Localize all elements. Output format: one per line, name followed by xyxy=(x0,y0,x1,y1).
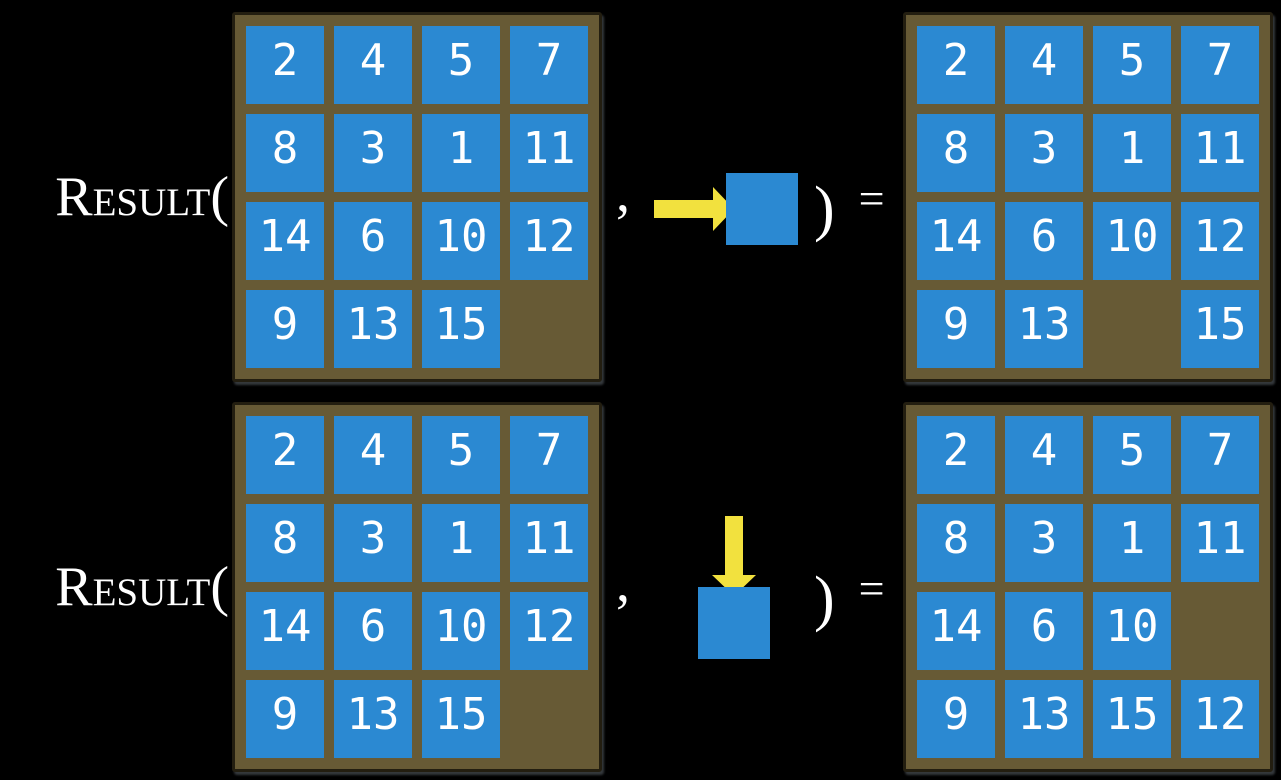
puzzle-tile-4: 4 xyxy=(1005,26,1083,104)
puzzle-tile-11: 11 xyxy=(510,114,588,192)
puzzle-tile-13: 13 xyxy=(334,680,412,758)
puzzle-tile-3: 3 xyxy=(1005,114,1083,192)
puzzle-tile-12: 12 xyxy=(510,202,588,280)
arrow-down-icon xyxy=(712,515,756,596)
puzzle-tile-2: 2 xyxy=(917,416,995,494)
puzzle-tile-4: 4 xyxy=(334,26,412,104)
puzzle-tile-4: 4 xyxy=(334,416,412,494)
empty-cell xyxy=(1181,592,1259,670)
puzzle-tile-7: 7 xyxy=(510,26,588,104)
puzzle-tile-15: 15 xyxy=(422,680,500,758)
puzzle-tile-9: 9 xyxy=(246,680,324,758)
puzzle-tile-7: 7 xyxy=(1181,416,1259,494)
puzzle-tile-4: 4 xyxy=(1005,416,1083,494)
slide-down-action xyxy=(698,515,770,659)
tile-icon xyxy=(726,173,798,245)
puzzle-tile-7: 7 xyxy=(510,416,588,494)
puzzle-tile-13: 13 xyxy=(1005,680,1083,758)
puzzle-tile-5: 5 xyxy=(422,26,500,104)
operator-zone-1: , ) = xyxy=(602,12,903,382)
puzzle-tile-14: 14 xyxy=(246,592,324,670)
puzzle-tile-5: 5 xyxy=(1093,26,1171,104)
puzzle-tile-1: 1 xyxy=(422,504,500,582)
puzzle-tile-8: 8 xyxy=(246,114,324,192)
puzzle-tile-10: 10 xyxy=(1093,592,1171,670)
equals-sign: = xyxy=(858,563,885,614)
equals-sign: = xyxy=(858,173,885,224)
puzzle-tile-1: 1 xyxy=(422,114,500,192)
function-label: Result( xyxy=(55,556,229,618)
puzzle-tile-15: 15 xyxy=(1181,290,1259,368)
arrow-right-icon xyxy=(654,187,734,231)
slide-right-action xyxy=(654,173,798,245)
puzzle-tile-5: 5 xyxy=(1093,416,1171,494)
puzzle-tile-6: 6 xyxy=(1005,202,1083,280)
puzzle-tile-3: 3 xyxy=(1005,504,1083,582)
comma: , xyxy=(616,552,630,614)
puzzle-tile-8: 8 xyxy=(917,114,995,192)
puzzle-tile-11: 11 xyxy=(1181,504,1259,582)
puzzle-tile-11: 11 xyxy=(1181,114,1259,192)
puzzle-tile-10: 10 xyxy=(1093,202,1171,280)
puzzle-tile-13: 13 xyxy=(334,290,412,368)
puzzle-tile-2: 2 xyxy=(246,26,324,104)
puzzle-tile-9: 9 xyxy=(246,290,324,368)
puzzle-tile-12: 12 xyxy=(1181,680,1259,758)
puzzle-tile-3: 3 xyxy=(334,114,412,192)
puzzle-tile-12: 12 xyxy=(510,592,588,670)
puzzle-tile-8: 8 xyxy=(917,504,995,582)
tile-icon xyxy=(698,586,770,659)
puzzle-tile-7: 7 xyxy=(1181,26,1259,104)
puzzle-tile-2: 2 xyxy=(246,416,324,494)
puzzle-tile-15: 15 xyxy=(422,290,500,368)
puzzle-tile-9: 9 xyxy=(917,290,995,368)
empty-cell xyxy=(510,680,588,758)
puzzle-tile-1: 1 xyxy=(1093,504,1171,582)
puzzle-tile-6: 6 xyxy=(1005,592,1083,670)
puzzle-tile-11: 11 xyxy=(510,504,588,582)
empty-cell xyxy=(510,290,588,368)
puzzle-tile-10: 10 xyxy=(422,592,500,670)
puzzle-tile-5: 5 xyxy=(422,416,500,494)
puzzle-tile-1: 1 xyxy=(1093,114,1171,192)
puzzle-tile-2: 2 xyxy=(917,26,995,104)
puzzle-tile-6: 6 xyxy=(334,592,412,670)
comma: , xyxy=(616,162,630,224)
close-paren: ) xyxy=(814,175,835,243)
puzzle-tile-15: 15 xyxy=(1093,680,1171,758)
puzzle-tile-10: 10 xyxy=(422,202,500,280)
puzzle-tile-8: 8 xyxy=(246,504,324,582)
puzzle-tile-13: 13 xyxy=(1005,290,1083,368)
empty-cell xyxy=(1093,290,1171,368)
puzzle-tile-12: 12 xyxy=(1181,202,1259,280)
operator-zone-2: , ) = xyxy=(602,402,903,772)
puzzle-tile-14: 14 xyxy=(917,592,995,670)
puzzle-tile-14: 14 xyxy=(917,202,995,280)
puzzle-tile-14: 14 xyxy=(246,202,324,280)
close-paren: ) xyxy=(814,565,835,633)
puzzle-tile-6: 6 xyxy=(334,202,412,280)
puzzle-tile-3: 3 xyxy=(334,504,412,582)
function-label: Result( xyxy=(55,166,229,228)
puzzle-tile-9: 9 xyxy=(917,680,995,758)
